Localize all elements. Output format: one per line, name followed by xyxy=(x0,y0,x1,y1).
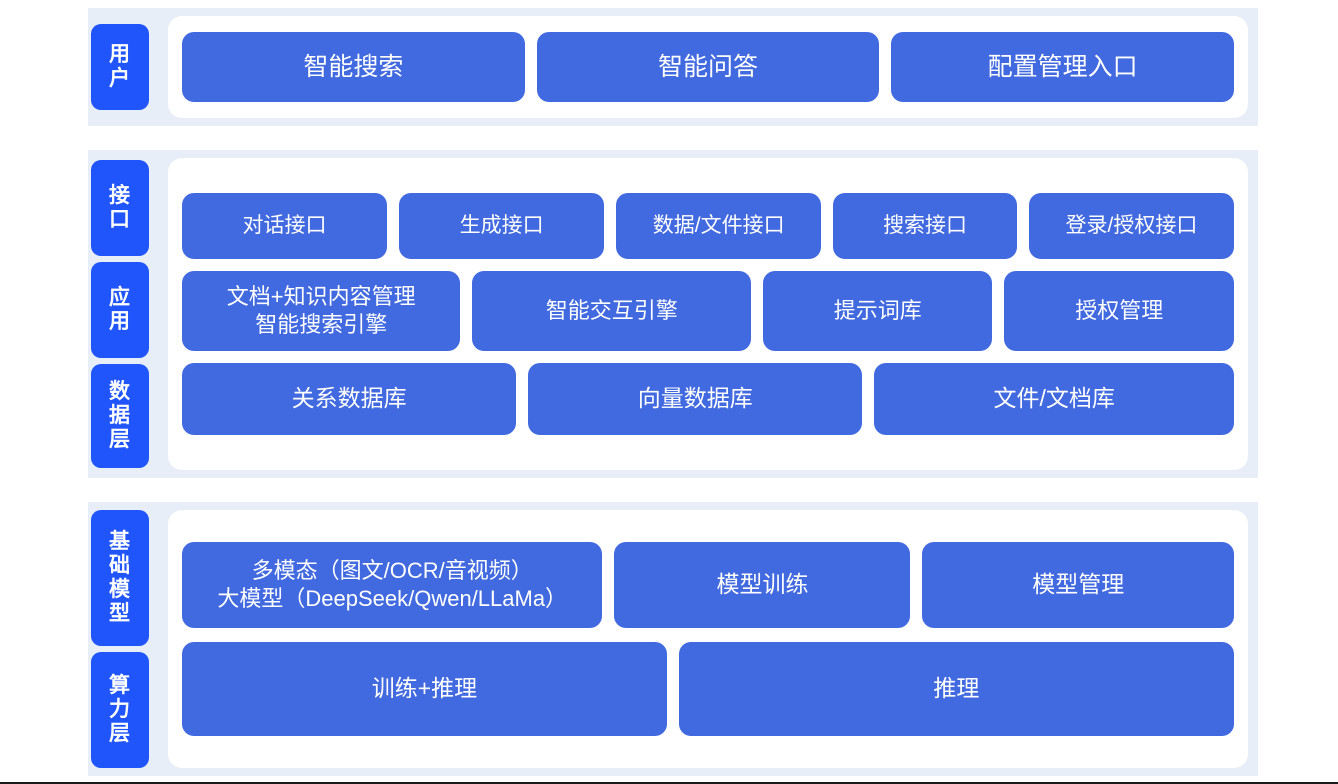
box-file-document-store[interactable]: 文件/文档库 xyxy=(874,363,1235,435)
tier-tab-column-user: 用户 xyxy=(88,8,152,126)
box-inference[interactable]: 推理 xyxy=(678,642,1234,736)
tier-tab-label: 应用 xyxy=(109,286,131,333)
box-smart-qa[interactable]: 智能问答 xyxy=(536,32,880,102)
tier-band-user: 用户 智能搜索 智能问答 配置管理入口 xyxy=(88,8,1258,126)
box-relational-database[interactable]: 关系数据库 xyxy=(182,363,517,435)
tier-tab-compute-layer[interactable]: 算力层 xyxy=(91,652,149,768)
box-prompt-library[interactable]: 提示词库 xyxy=(762,271,993,351)
tier-tab-column-infrastructure: 基础模型 算力层 xyxy=(88,502,152,776)
box-smart-search[interactable]: 智能搜索 xyxy=(182,32,525,102)
box-doc-knowledge-management[interactable]: 文档+知识内容管理 智能搜索引擎 xyxy=(182,271,461,351)
row-foundation-model: 多模态（图文/OCR/音视频） 大模型（DeepSeek/Qwen/LLaMa）… xyxy=(182,542,1234,628)
tier-tab-data-layer[interactable]: 数据层 xyxy=(91,364,149,468)
box-authorization-management[interactable]: 授权管理 xyxy=(1004,271,1234,351)
box-search-interface[interactable]: 搜索接口 xyxy=(833,193,1017,259)
tier-tab-label: 接口 xyxy=(109,184,131,231)
box-model-management[interactable]: 模型管理 xyxy=(922,542,1234,628)
box-smart-interaction-engine[interactable]: 智能交互引擎 xyxy=(472,271,751,351)
bottom-rule xyxy=(0,782,1338,784)
box-config-management-entry[interactable]: 配置管理入口 xyxy=(891,32,1235,102)
tier-tab-label: 基础模型 xyxy=(109,530,131,625)
tier-tab-interface[interactable]: 接口 xyxy=(91,160,149,256)
box-training-plus-inference[interactable]: 训练+推理 xyxy=(182,642,667,736)
box-login-auth-interface[interactable]: 登录/授权接口 xyxy=(1028,193,1234,259)
row-compute: 训练+推理 推理 xyxy=(182,642,1234,736)
box-dialog-interface[interactable]: 对话接口 xyxy=(182,193,388,259)
tier-card-infrastructure: 多模态（图文/OCR/音视频） 大模型（DeepSeek/Qwen/LLaMa）… xyxy=(168,510,1248,768)
tier-card-middle: 对话接口 生成接口 数据/文件接口 搜索接口 登录/授权接口 文档+知识内容管理… xyxy=(168,158,1248,470)
tier-tab-column-middle: 接口 应用 数据层 xyxy=(88,150,152,478)
row-user-entries: 智能搜索 智能问答 配置管理入口 xyxy=(182,32,1235,102)
tier-tab-label: 用户 xyxy=(109,43,131,90)
box-generation-interface[interactable]: 生成接口 xyxy=(399,193,605,259)
tier-tab-user[interactable]: 用户 xyxy=(91,24,149,110)
row-application: 文档+知识内容管理 智能搜索引擎 智能交互引擎 提示词库 授权管理 xyxy=(182,271,1234,351)
tier-band-infrastructure: 基础模型 算力层 多模态（图文/OCR/音视频） 大模型（DeepSeek/Qw… xyxy=(88,502,1258,776)
tier-tab-application[interactable]: 应用 xyxy=(91,262,149,358)
box-data-file-interface[interactable]: 数据/文件接口 xyxy=(616,193,822,259)
tier-tab-label: 算力层 xyxy=(109,674,131,745)
tier-card-user: 智能搜索 智能问答 配置管理入口 xyxy=(168,16,1248,118)
row-data-layer: 关系数据库 向量数据库 文件/文档库 xyxy=(182,363,1235,435)
box-vector-database[interactable]: 向量数据库 xyxy=(528,363,863,435)
box-model-training[interactable]: 模型训练 xyxy=(614,542,911,628)
tier-tab-label: 数据层 xyxy=(109,380,131,451)
row-interface: 对话接口 生成接口 数据/文件接口 搜索接口 登录/授权接口 xyxy=(182,193,1234,259)
box-multimodal-large-model[interactable]: 多模态（图文/OCR/音视频） 大模型（DeepSeek/Qwen/LLaMa） xyxy=(182,542,603,628)
tier-tab-foundation-model[interactable]: 基础模型 xyxy=(91,510,149,646)
tier-band-middle: 接口 应用 数据层 对话接口 生成接口 数据/文件接口 搜索接口 登录/授权接口… xyxy=(88,150,1258,478)
